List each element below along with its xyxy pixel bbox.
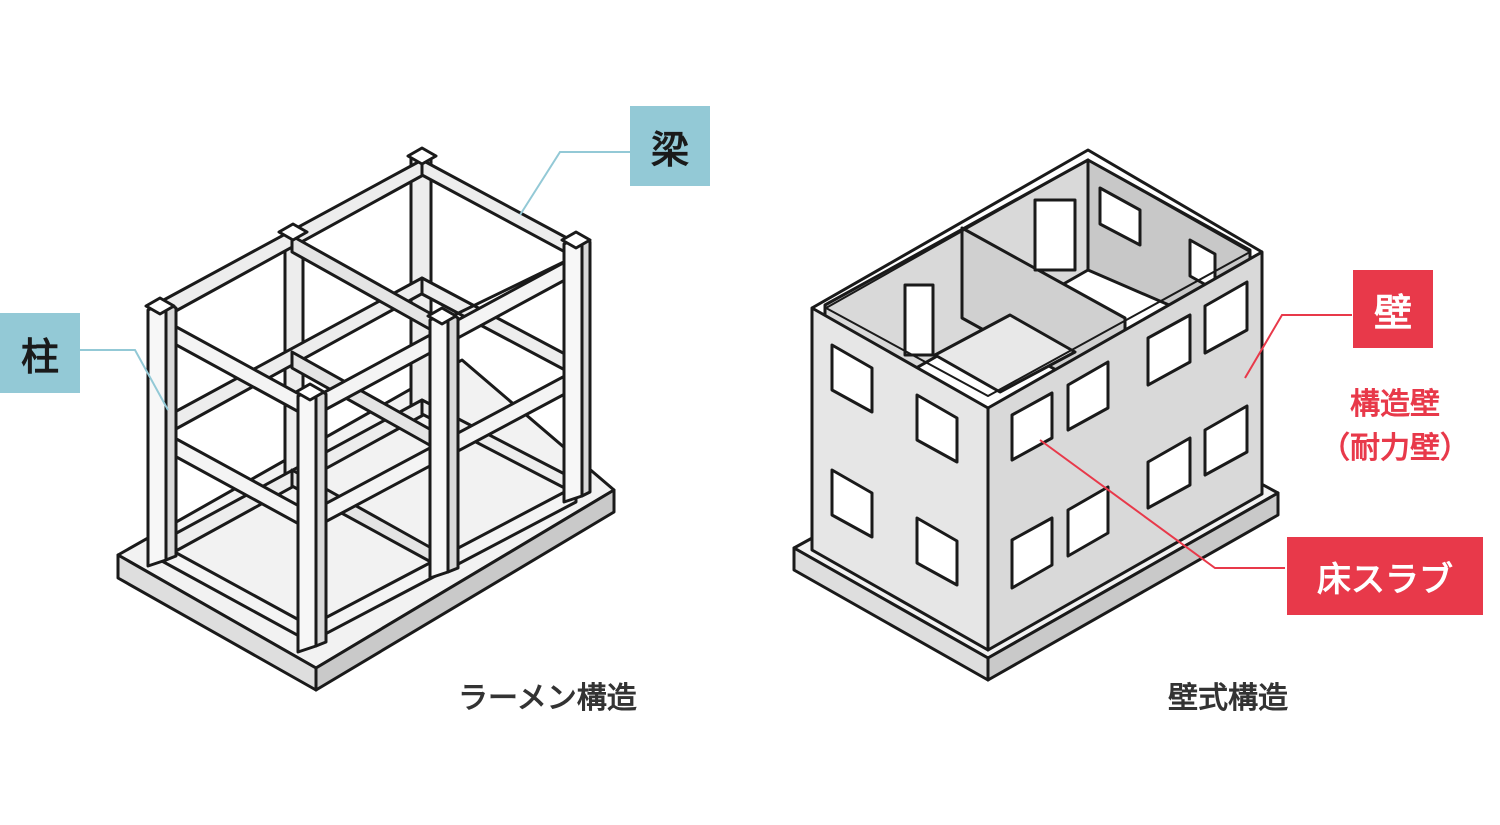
- rigid-frame-structure: [116, 146, 616, 692]
- beam-label: 梁: [630, 106, 710, 186]
- floor-slab-label-text: 床スラブ: [1317, 559, 1453, 600]
- red-leader-lines: [1039, 314, 1352, 569]
- left-wall-windows: [830, 343, 959, 587]
- inner-door-opening: [1033, 198, 1077, 272]
- wall-leader-line: [1244, 314, 1352, 379]
- rigid-frame-caption: ラーメン構造: [458, 681, 637, 716]
- wall-structure-caption: 壁式構造: [1168, 681, 1288, 716]
- blue-leader-lines: [80, 151, 630, 411]
- beam-label-text: 梁: [650, 127, 689, 172]
- inner-door-opening-2: [903, 283, 935, 357]
- column-label-text: 柱: [20, 334, 59, 379]
- beam-leader-line: [519, 151, 630, 216]
- bearing-wall-line2: （耐力壁）: [1320, 431, 1470, 466]
- slab-leader-line: [1039, 439, 1285, 569]
- floor-slab-label: 床スラブ: [1287, 537, 1483, 615]
- front-columns: [144, 146, 592, 654]
- inner-window: [1098, 186, 1142, 247]
- wall-label: 壁: [1353, 270, 1433, 348]
- column-leader-line: [80, 349, 169, 411]
- bearing-wall-note: 構造壁 （耐力壁）: [1310, 383, 1480, 471]
- column-label: 柱: [0, 313, 80, 393]
- bearing-wall-line1: 構造壁: [1350, 387, 1440, 422]
- wall-structure: [792, 148, 1280, 682]
- front-wall-windows: [1010, 280, 1249, 590]
- wall-label-text: 壁: [1373, 290, 1412, 335]
